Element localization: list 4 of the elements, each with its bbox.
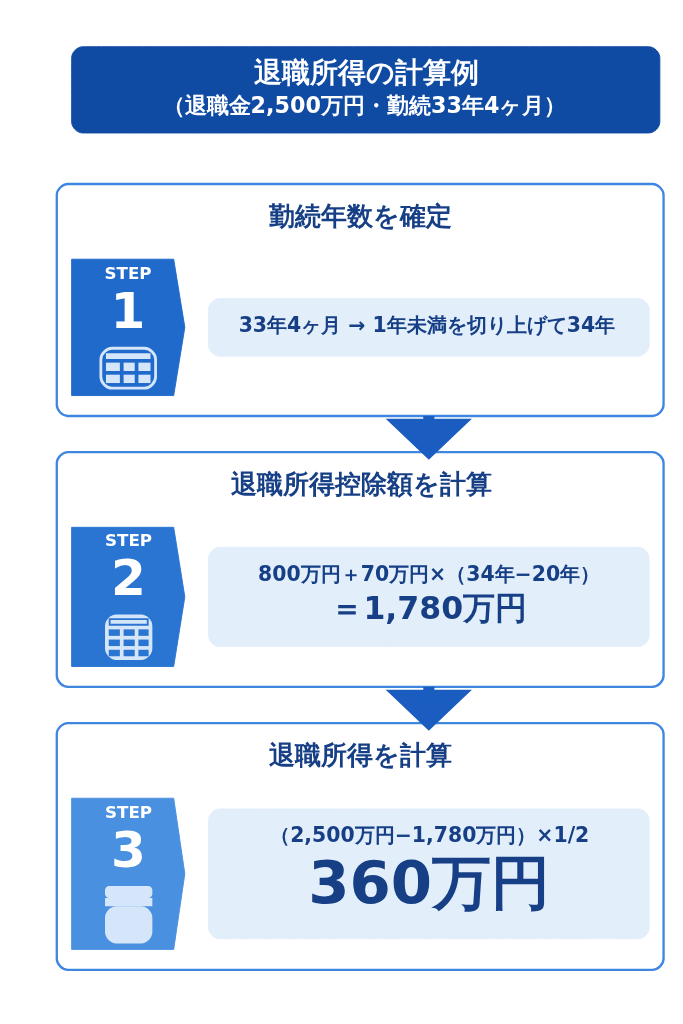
node-box: 退職所得の計算例 （退職金2,500万円・勤続33年4ヶ月） — [71, 46, 661, 134]
node-box: 800万円＋70万円×（34年−20年） ＝1,780万円 — [208, 546, 650, 647]
node-box: 33年4ヶ月 → 1年未満を切り上げて34年 — [208, 298, 650, 357]
node-box: （2,500万円−1,780万円）×1/2 360万円 — [208, 808, 650, 940]
